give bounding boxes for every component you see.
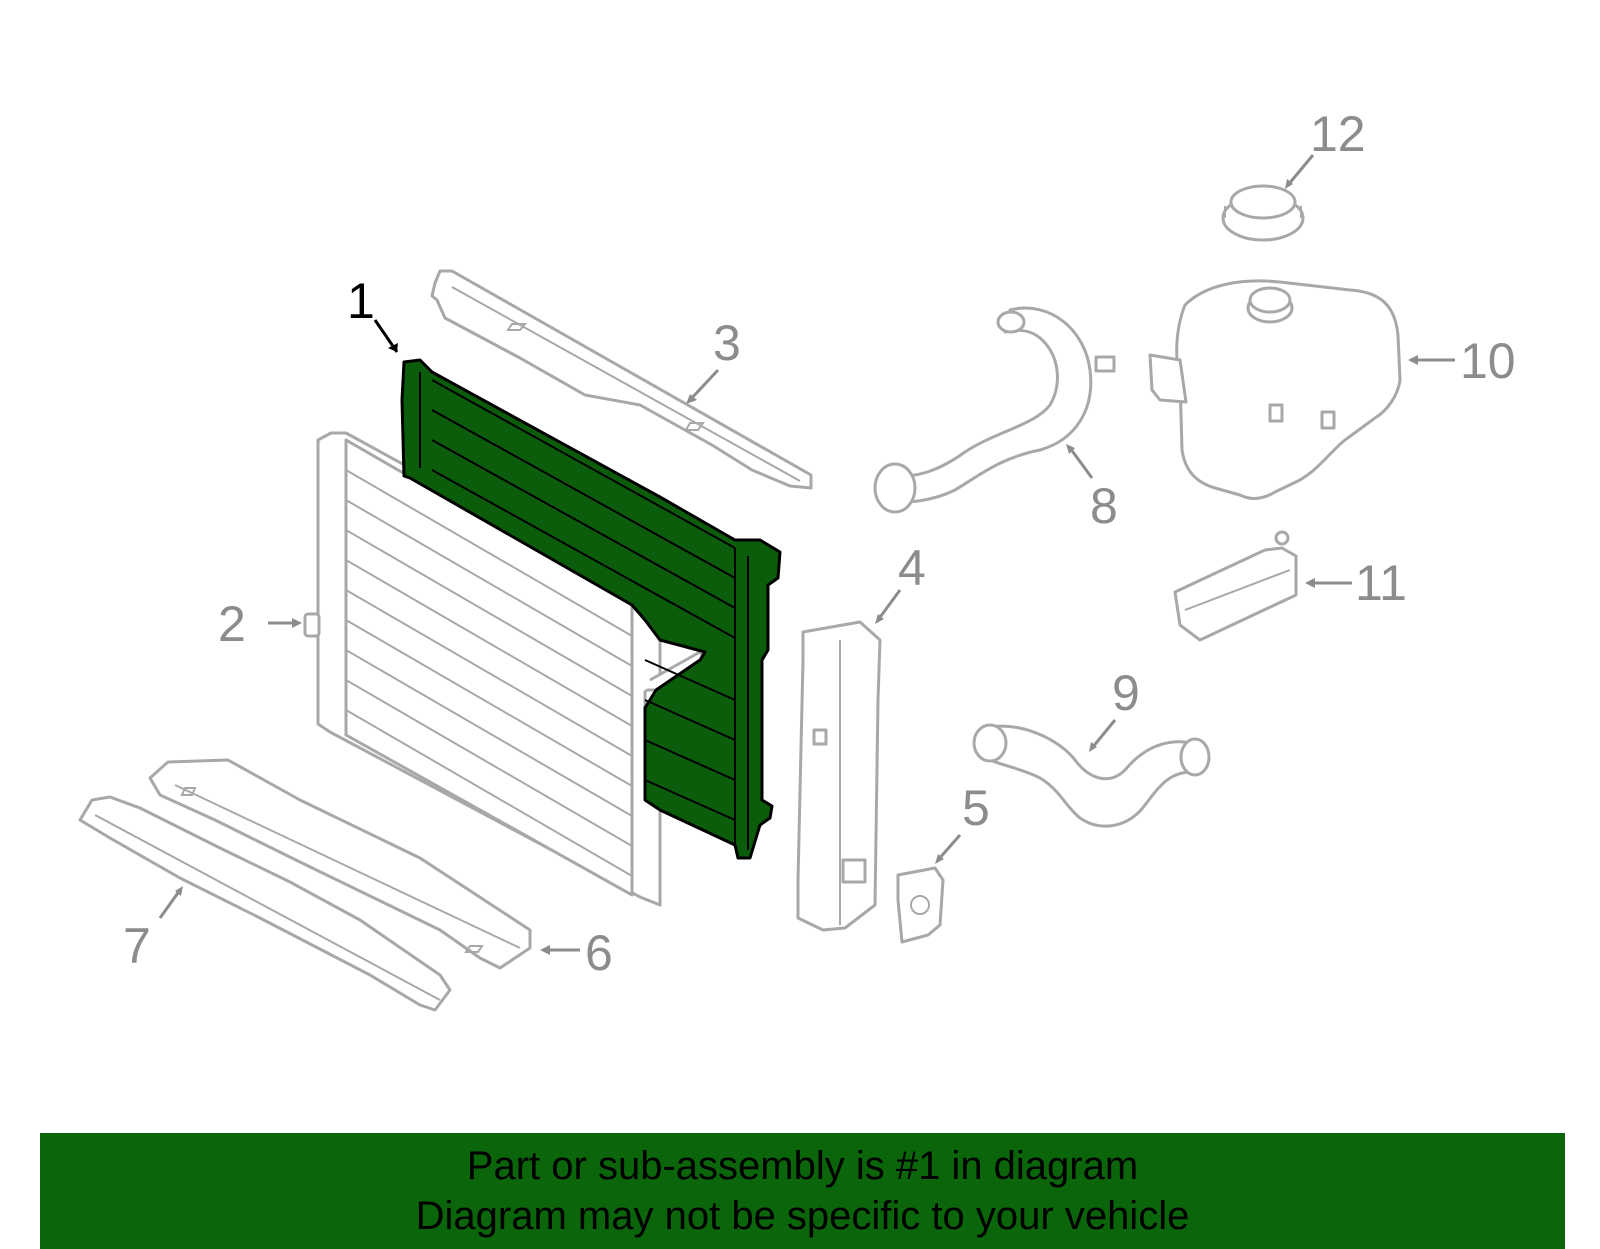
arrowhead-4 xyxy=(875,614,884,624)
part-7-lower-front-deflector[interactable] xyxy=(78,795,452,1012)
callout-10[interactable]: 10 xyxy=(1460,333,1516,389)
callout-8[interactable]: 8 xyxy=(1090,478,1118,534)
leader-3 xyxy=(688,368,720,402)
banner-line-1: Part or sub-assembly is #1 in diagram xyxy=(466,1144,1139,1188)
arrowhead-1 xyxy=(388,343,398,352)
callout-5[interactable]: 5 xyxy=(962,780,990,836)
arrowhead-2 xyxy=(292,618,302,628)
part-1-radiator[interactable] xyxy=(400,358,782,860)
callout-4[interactable]: 4 xyxy=(898,540,926,596)
part-12-cap[interactable] xyxy=(1221,184,1305,242)
part-6-lower-deflector[interactable] xyxy=(148,758,532,970)
leader-lines xyxy=(158,154,1455,955)
leader-8 xyxy=(1068,447,1094,479)
callout-2[interactable]: 2 xyxy=(218,596,246,652)
arrowhead-3 xyxy=(686,394,697,404)
part-9-lower-hose[interactable] xyxy=(972,723,1211,828)
info-banner: Part or sub-assembly is #1 in diagram Di… xyxy=(40,1133,1565,1249)
arrowhead-5 xyxy=(935,854,944,864)
arrowhead-6 xyxy=(540,945,550,955)
part-8-upper-hose[interactable] xyxy=(873,306,1116,514)
callout-12[interactable]: 12 xyxy=(1310,106,1366,162)
leader-4 xyxy=(876,589,902,621)
banner-line-2: Diagram may not be specific to your vehi… xyxy=(415,1194,1190,1238)
arrowhead-11 xyxy=(1305,578,1315,588)
leader-5 xyxy=(936,834,962,861)
callout-3[interactable]: 3 xyxy=(713,315,741,371)
part-10-expansion-tank[interactable] xyxy=(1148,279,1402,500)
callout-9[interactable]: 9 xyxy=(1112,665,1140,721)
part-3-upper-deflector[interactable] xyxy=(430,269,813,490)
part-5-bracket[interactable] xyxy=(896,866,945,944)
leader-9 xyxy=(1090,719,1117,749)
arrowhead-9 xyxy=(1089,742,1097,752)
callout-7[interactable]: 7 xyxy=(123,918,151,974)
arrowhead-7 xyxy=(175,886,183,896)
arrowhead-10 xyxy=(1408,355,1418,365)
callout-1[interactable]: 1 xyxy=(347,273,375,329)
callout-labels: 1 2 3 4 5 6 7 8 9 10 11 12 xyxy=(123,106,1516,981)
callout-6[interactable]: 6 xyxy=(585,925,613,981)
arrowhead-8 xyxy=(1066,444,1075,454)
arrowhead-12 xyxy=(1285,179,1293,189)
part-4-side-duct[interactable] xyxy=(796,620,882,932)
part-11-bracket[interactable] xyxy=(1173,530,1298,642)
callout-11[interactable]: 11 xyxy=(1355,555,1407,611)
leader-12 xyxy=(1286,154,1315,186)
leader-7 xyxy=(158,889,182,919)
part-2-condenser[interactable] xyxy=(303,431,707,907)
